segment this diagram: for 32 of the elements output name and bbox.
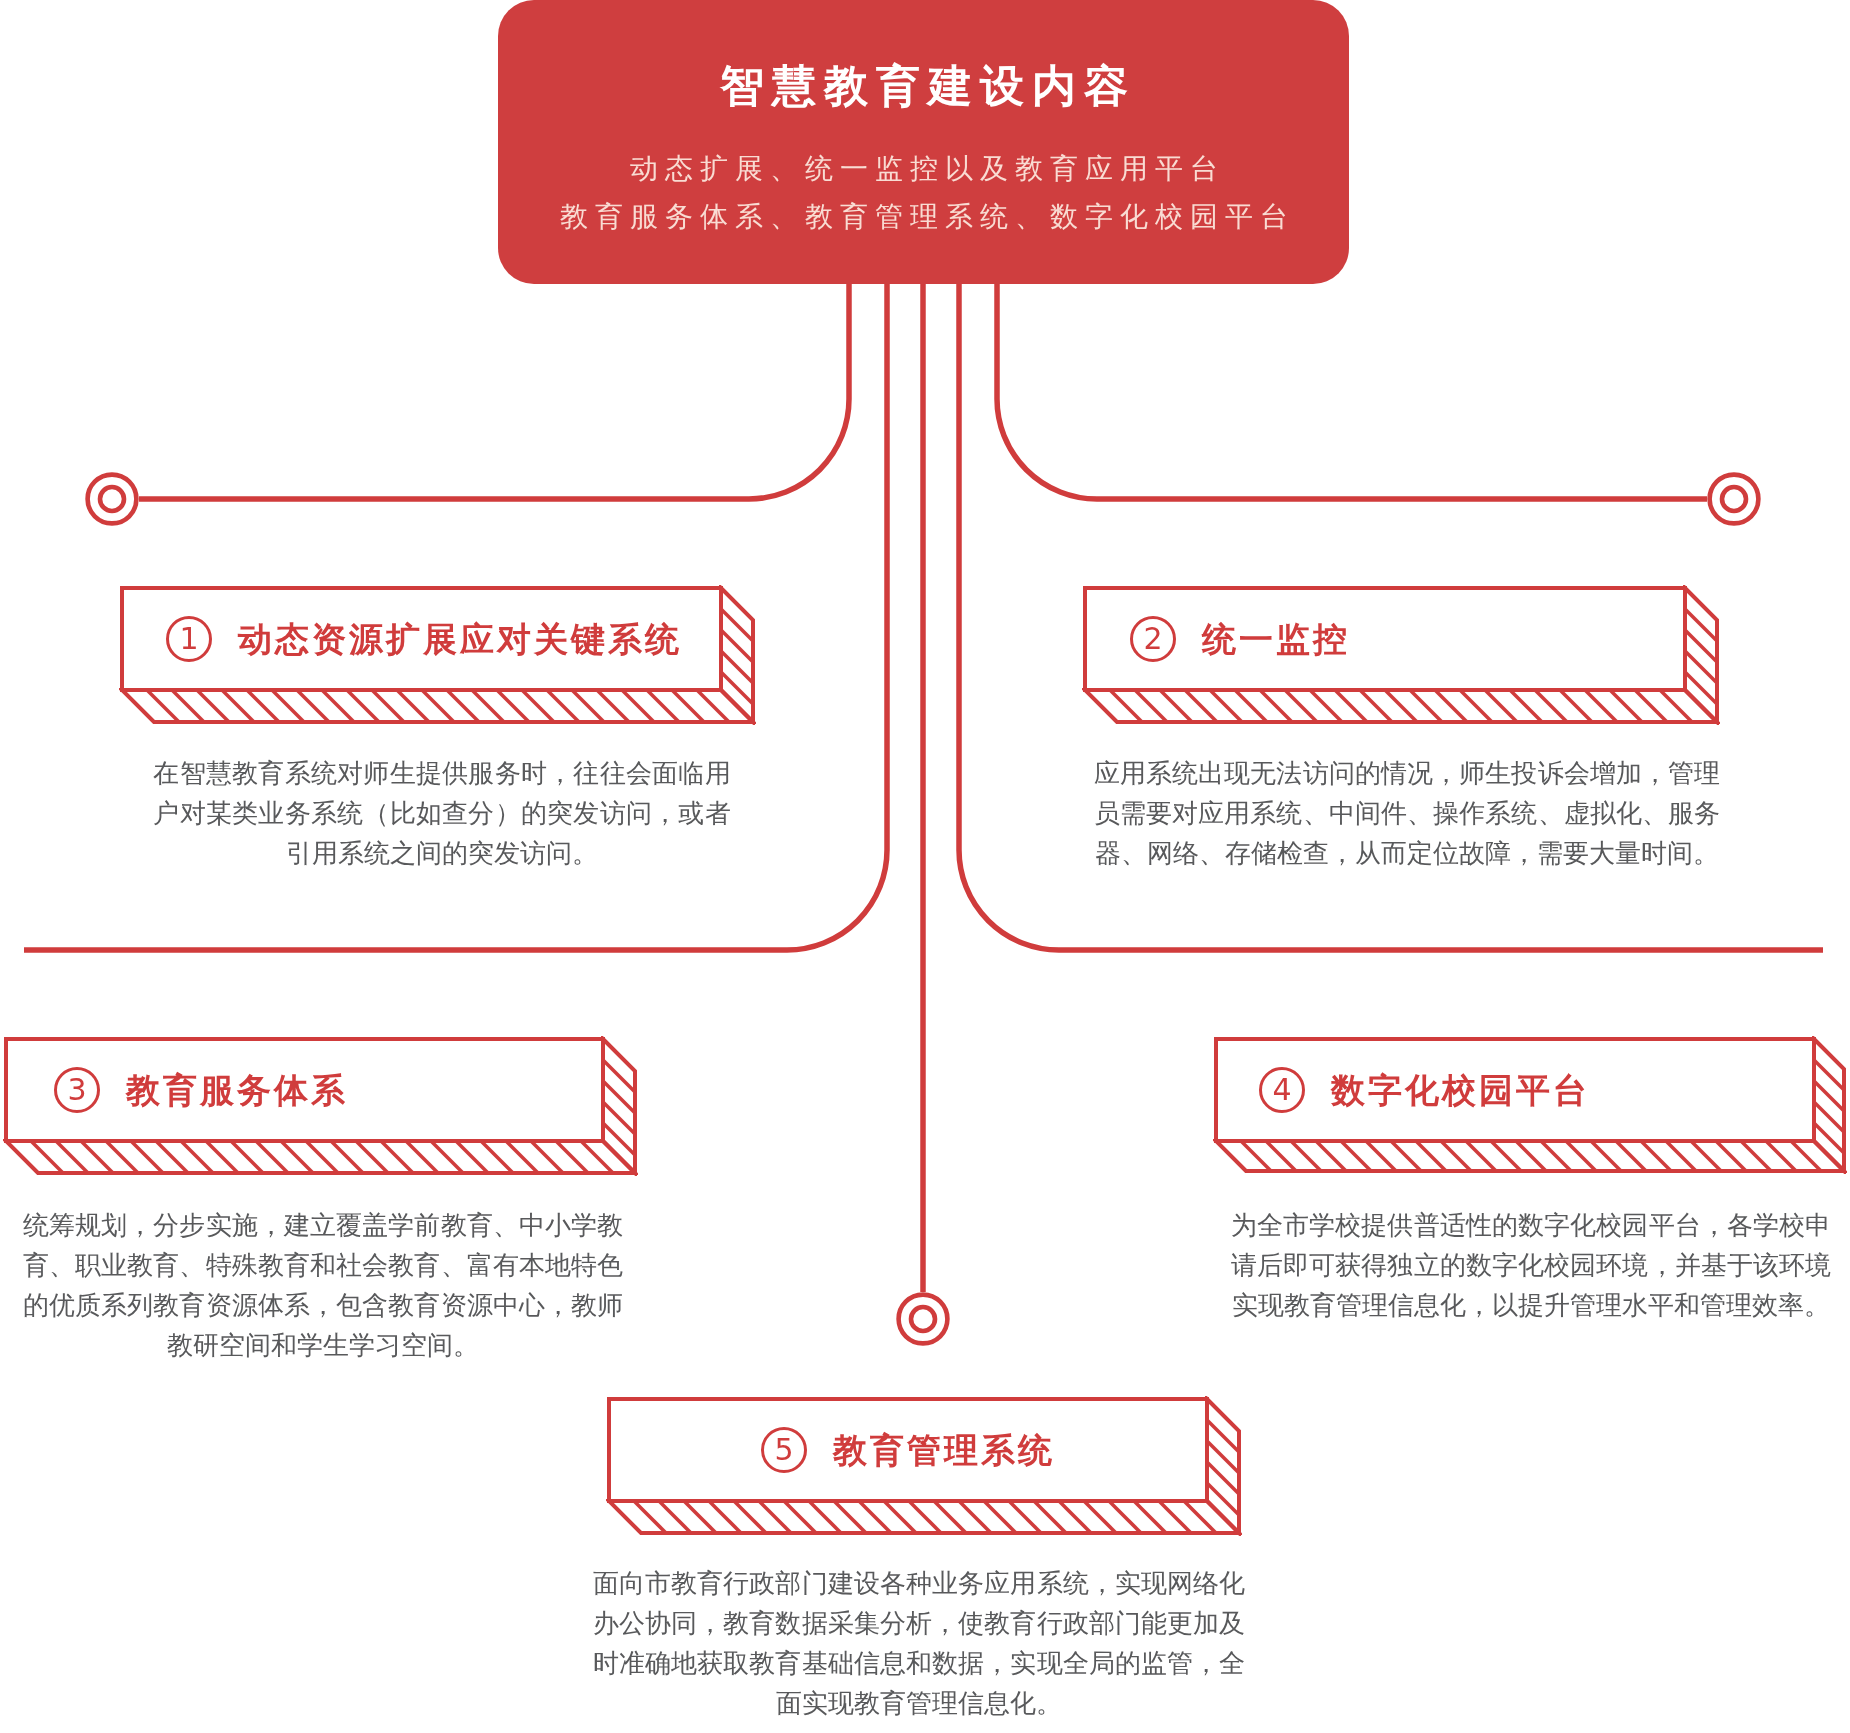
section-title: 教育管理系统: [833, 1428, 1055, 1472]
step-number: 1: [166, 616, 212, 662]
section-description: 统筹规划，分步实施，建立覆盖学前教育、中小学教育、职业教育、特殊教育和社会教育、富有本地特色的优质系列教育资源体系，包含教育资源中心，教师教研空间和学生学习空间。: [22, 1209, 624, 1362]
title-banner: [498, 0, 1349, 284]
section-title: 教育服务体系: [126, 1068, 348, 1112]
section-title: 数字化校园平台: [1331, 1068, 1590, 1112]
step-number: 4: [1259, 1067, 1305, 1113]
section-description: 在智慧教育系统对师生提供服务时，往往会面临用户对某类业务系统（比如查分）的突发访问，或者引用系统之间的突发访问。: [153, 757, 731, 870]
target-ring-icon: [896, 1292, 950, 1346]
section-title: 动态资源扩展应对关键系统: [238, 617, 682, 661]
banner-subtitle: 教育服务体系、教育管理系统、数字化校园平台: [558, 199, 1295, 235]
target-ring-icon: [1707, 472, 1761, 526]
hatched-title-box: [606, 1396, 1242, 1536]
connector-line: [994, 284, 1707, 502]
banner-heading: 智慧教育建设内容: [718, 59, 1136, 113]
step-number: 5: [761, 1427, 807, 1473]
connector-line: [956, 284, 1823, 953]
connector-line: [24, 284, 890, 953]
hatched-title-box: [3, 1036, 638, 1176]
target-ring-icon: [85, 472, 139, 526]
section-title: 统一监控: [1202, 617, 1350, 661]
hatched-title-box: [119, 585, 756, 725]
section-description: 面向市教育行政部门建设各种业务应用系统，实现网络化办公协同，教育数据采集分析，使教育行政部门能更加及时准确地获取教育基础信息和数据，实现全局的监管，全面实现教育管理信息化。: [592, 1567, 1246, 1720]
section-description: 为全市学校提供普适性的数字化校园平台，各学校申请后即可获得独立的数字化校园环境，并基于该环境实现教育管理信息化，以提升管理水平和管理效率。: [1230, 1209, 1832, 1322]
step-number: 2: [1130, 616, 1176, 662]
section-description: 应用系统出现无法访问的情况，师生投诉会增加，管理员需要对应用系统、中间件、操作系统、虚拟化、服务器、网络、存储检查，从而定位故障，需要大量时间。: [1093, 757, 1721, 870]
banner-subtitle: 动态扩展、统一监控以及教育应用平台: [628, 151, 1225, 187]
connector-line: [139, 284, 852, 502]
hatched-title-box: [1082, 585, 1720, 725]
hatched-title-box: [1213, 1036, 1847, 1174]
step-number: 3: [54, 1067, 100, 1113]
connector-line: [920, 284, 926, 1292]
